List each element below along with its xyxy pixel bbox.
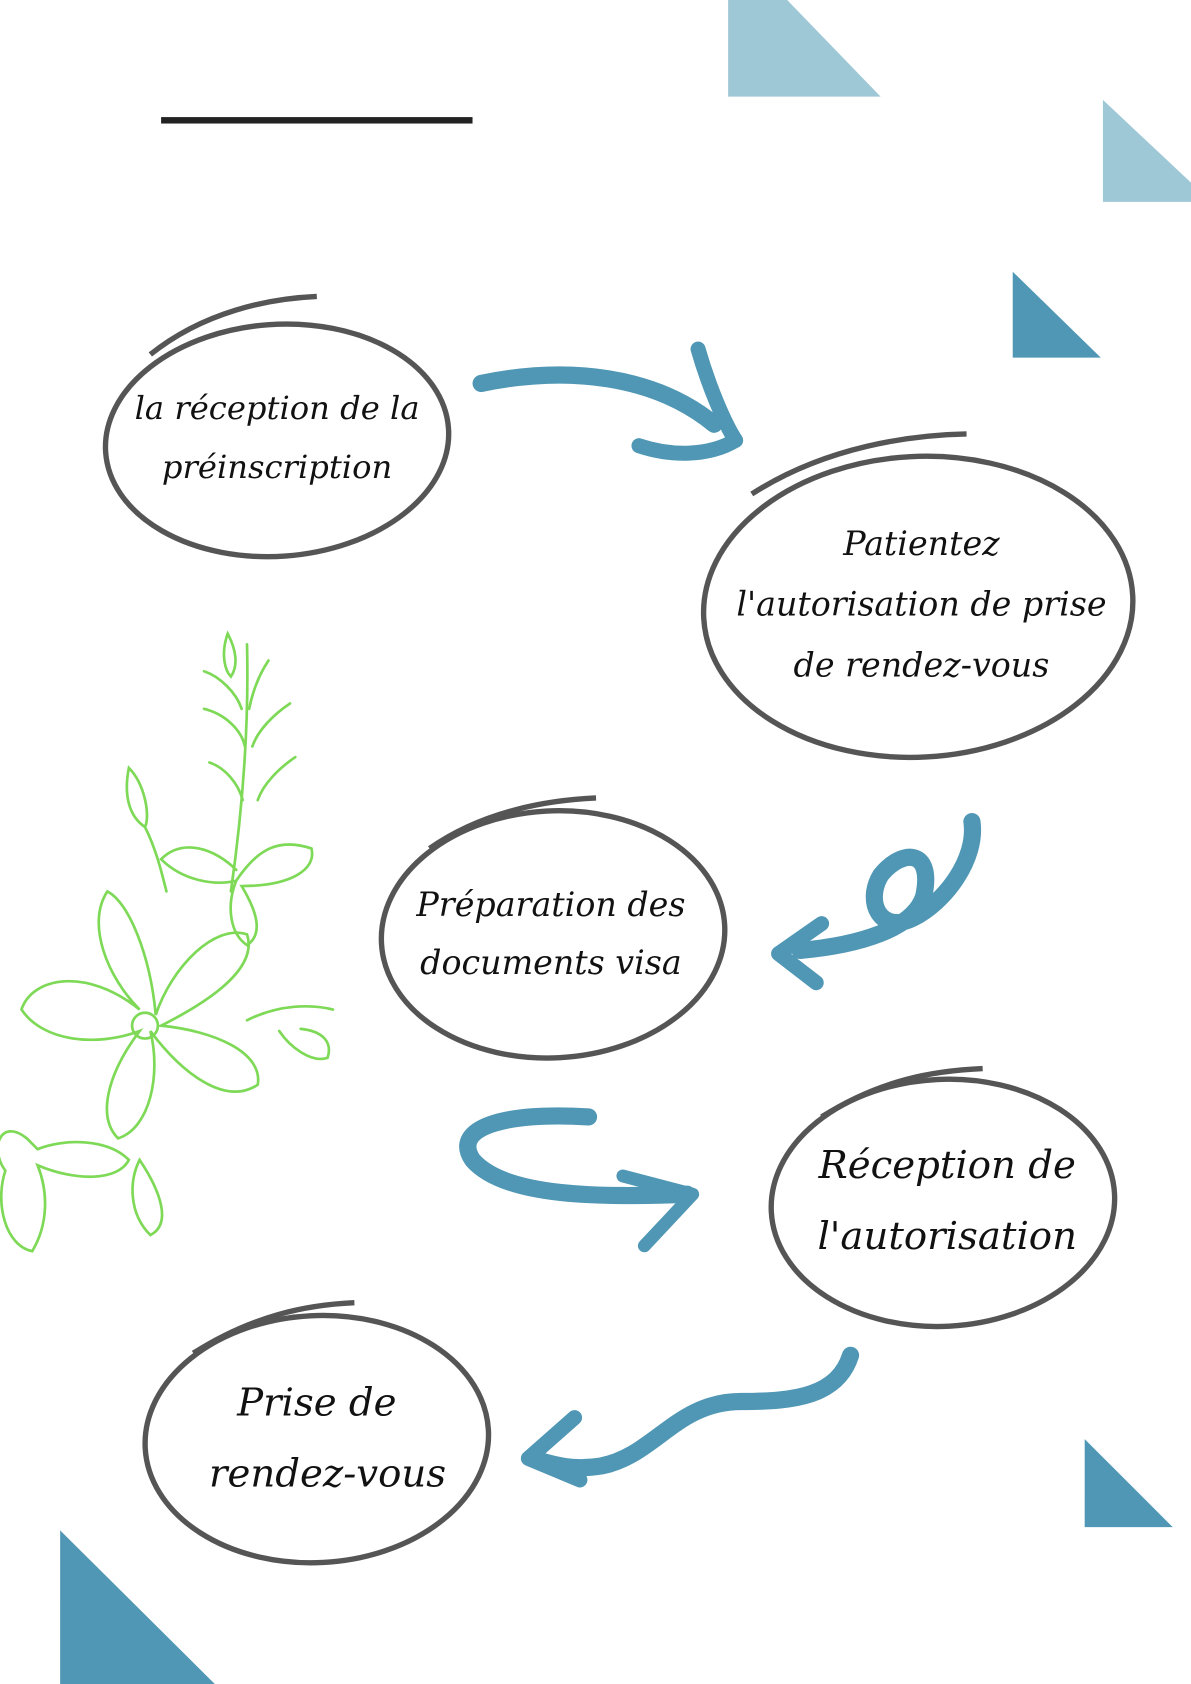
triangle-decoration: [1012, 271, 1101, 358]
flower-illustration: [0, 630, 335, 1253]
step-4-line-1: Réception de: [818, 1143, 1076, 1188]
step-1-line-1: la réception de la: [135, 389, 420, 427]
step-3-line-1: Préparation des: [415, 885, 685, 924]
triangle-decoration: [60, 1530, 215, 1684]
triangle-decoration: [1084, 1439, 1173, 1528]
step-2: Patientez l'autorisation de prise de ren…: [700, 431, 1136, 761]
step-5: Prise de rendez-vous: [142, 1300, 492, 1566]
arrow-1: [472, 341, 744, 461]
step-5-line-2: rendez-vous: [209, 1451, 446, 1496]
step-3: Préparation des documents visa: [378, 795, 728, 1061]
step-3-line-2: documents visa: [420, 943, 682, 982]
arrow-3: [459, 1107, 700, 1253]
arrow-4: [520, 1346, 860, 1488]
step-1: la réception de la préinscription: [102, 293, 452, 560]
title-underline: [161, 117, 473, 124]
step-2-line-1: Patientez: [842, 524, 1000, 563]
step-2-line-2: l'autorisation de prise: [736, 584, 1106, 623]
step-2-line-3: de rendez-vous: [794, 646, 1050, 685]
step-4: Réception de l'autorisation: [768, 1065, 1118, 1330]
arrow-2: [771, 813, 982, 991]
step-1-line-2: préinscription: [162, 448, 392, 486]
step-4-line-2: l'autorisation: [817, 1214, 1077, 1259]
triangle-decoration: [1102, 99, 1191, 202]
step-5-line-1: Prise de: [236, 1380, 396, 1425]
triangle-decoration: [728, 0, 881, 97]
